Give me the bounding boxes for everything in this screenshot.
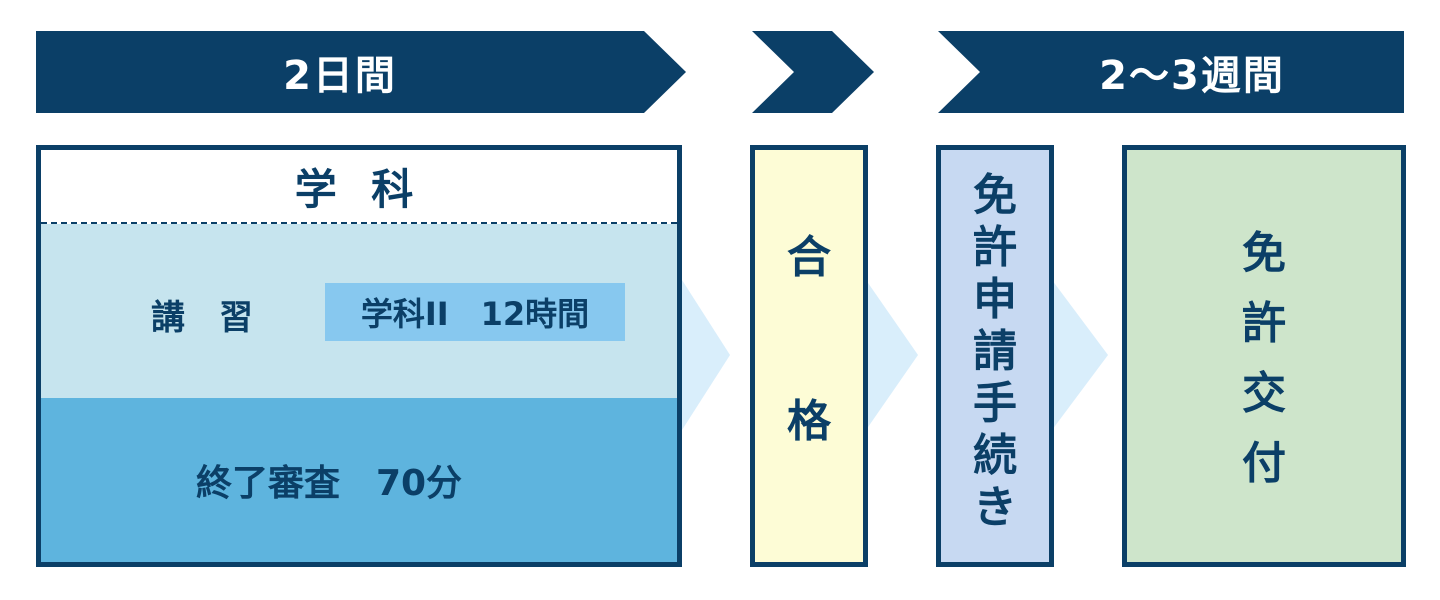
pass-char-1: 合 xyxy=(787,232,831,283)
gakka-divider xyxy=(41,222,677,224)
apply-char-3: 申 xyxy=(973,274,1017,325)
issue-char-4: 付 xyxy=(1242,438,1286,489)
timeline-banners xyxy=(36,31,1404,113)
lecture-badge: 学科II 12時間 xyxy=(325,283,625,341)
apply-box: 免 許 申 請 手 続 き xyxy=(936,145,1054,567)
banner-weeks-arrow xyxy=(938,31,1404,113)
pass-box: 合 格 xyxy=(750,145,868,567)
issue-box: 免 許 交 付 xyxy=(1122,145,1406,567)
banner-two-days-arrow xyxy=(36,31,686,113)
gakka-title: 学 科 xyxy=(294,164,424,214)
lecture-label: 講 習 xyxy=(151,297,253,338)
flow-chevron-1 xyxy=(682,280,730,430)
banner-two-days-label: 2日間 xyxy=(283,53,397,99)
apply-char-1: 免 xyxy=(973,170,1017,221)
exam-section: 終了審査 70分 xyxy=(41,398,677,562)
flow-chevron-3 xyxy=(1052,280,1108,430)
exam-label: 終了審査 70分 xyxy=(195,463,463,504)
apply-char-6: 続 xyxy=(973,430,1017,481)
apply-char-4: 請 xyxy=(973,326,1017,377)
gakka-box: 学 科 講 習 学科II 12時間 終了審査 70分 xyxy=(36,145,682,567)
banner-weeks-label: 2～3週間 xyxy=(1099,53,1285,99)
pass-char-2: 格 xyxy=(787,396,831,447)
issue-char-1: 免 xyxy=(1242,228,1286,279)
issue-char-3: 交 xyxy=(1242,368,1286,419)
flow-chevron-2 xyxy=(866,280,918,430)
issue-char-2: 許 xyxy=(1242,298,1286,349)
apply-char-2: 許 xyxy=(973,222,1017,273)
apply-char-7: き xyxy=(973,482,1017,533)
banner-middle-chevron xyxy=(752,31,874,113)
lecture-section: 講 習 学科II 12時間 xyxy=(41,224,677,398)
apply-char-5: 手 xyxy=(973,378,1017,429)
